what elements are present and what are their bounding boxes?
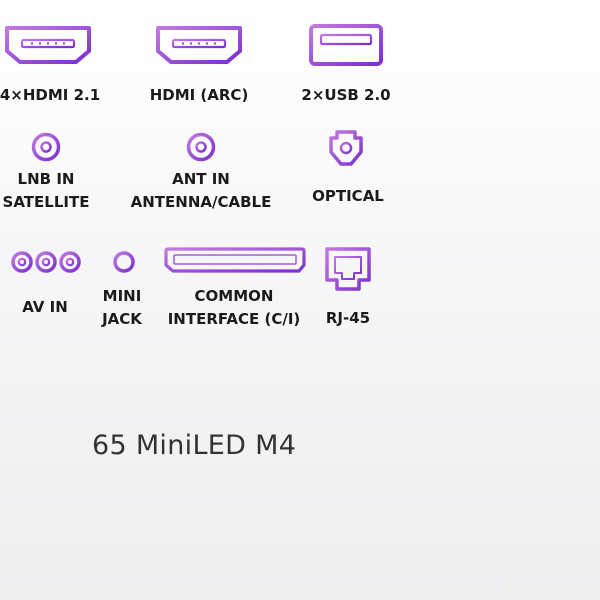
optical-label: OPTICAL	[312, 187, 384, 205]
hdmi-21-label: 4×HDMI 2.1	[0, 86, 101, 104]
rj45-icon	[324, 246, 372, 292]
hdmi-21-icon	[4, 25, 92, 65]
mini-jack-icon	[112, 250, 136, 274]
usb-label: 2×USB 2.0	[301, 86, 391, 104]
lnb-coax-icon	[31, 132, 61, 162]
ant-coax-icon	[186, 132, 216, 162]
hdmi-arc-label: HDMI (ARC)	[149, 86, 249, 104]
av-rca-icon	[10, 250, 82, 274]
rj45-label: RJ-45	[325, 309, 371, 327]
optical-icon	[326, 129, 366, 169]
ci-slot-icon	[164, 247, 306, 273]
hdmi-arc-icon	[155, 25, 243, 65]
usb-icon	[309, 24, 383, 66]
model-name: 65 MiniLED M4	[92, 430, 297, 461]
av-label: AV IN	[22, 298, 68, 316]
